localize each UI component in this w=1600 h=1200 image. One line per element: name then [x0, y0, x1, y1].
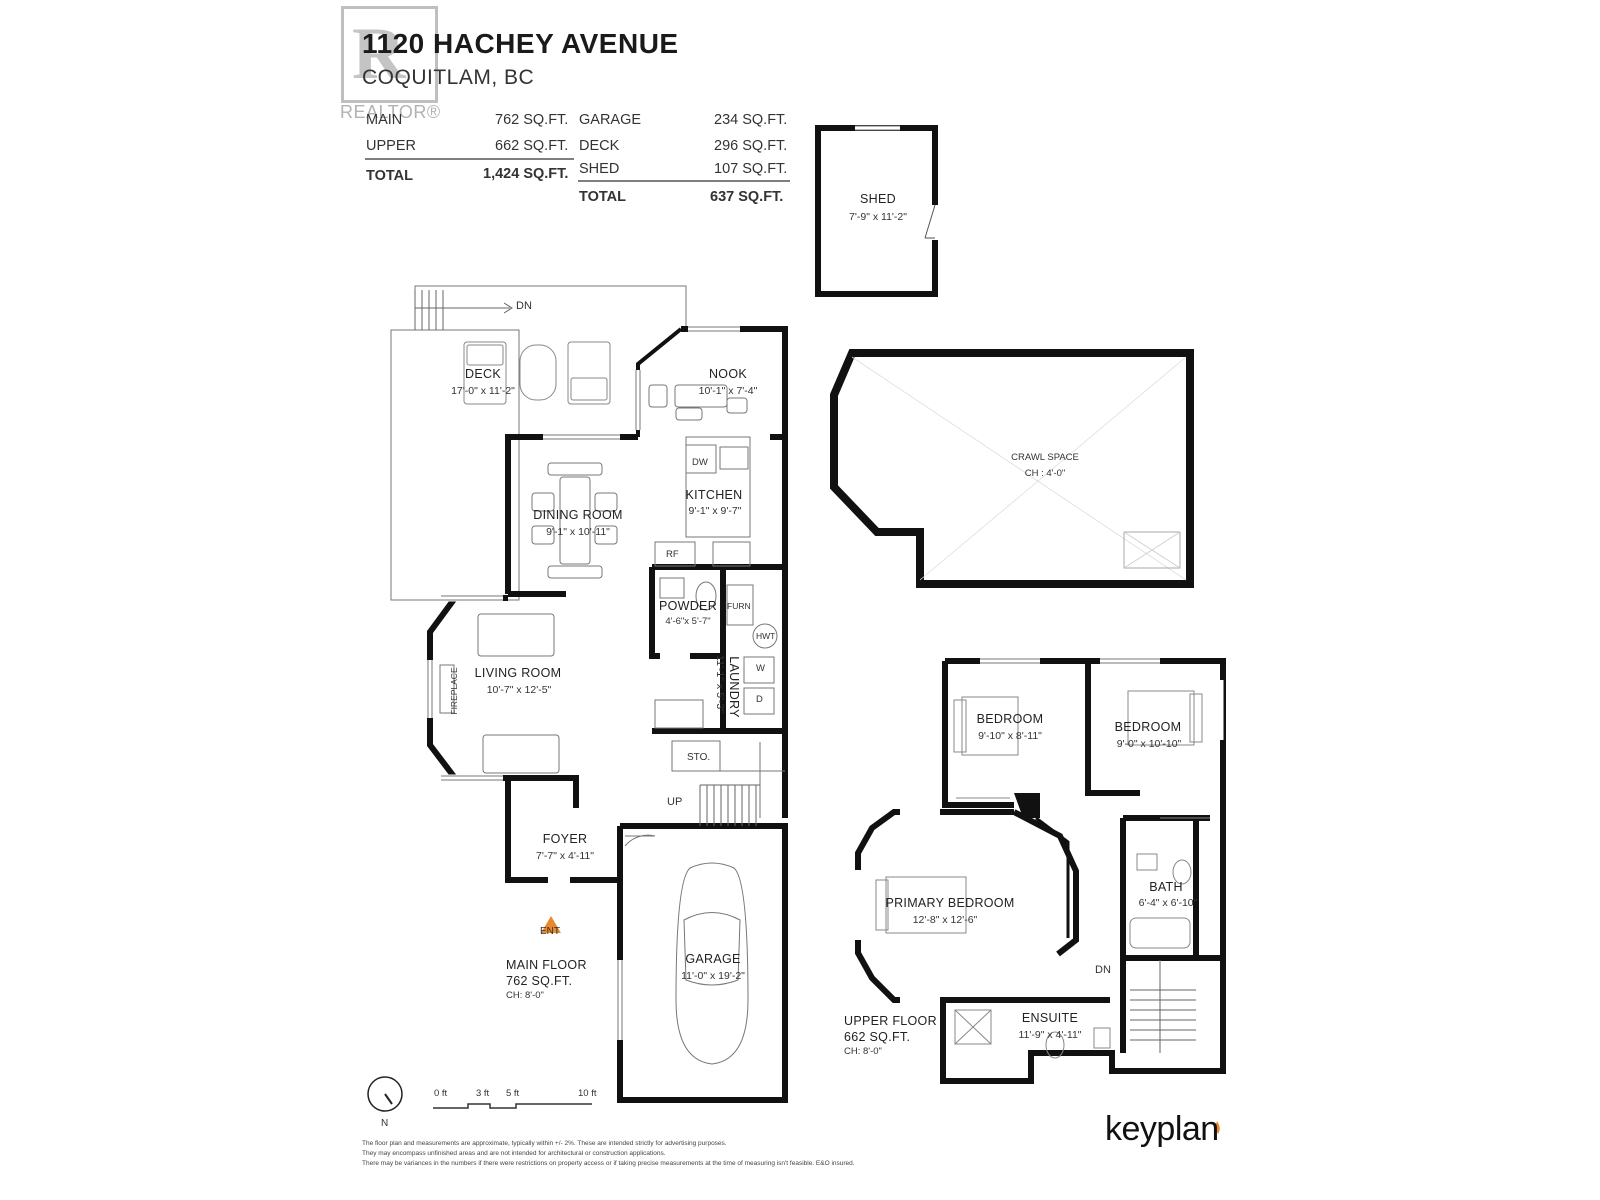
- dining-room-dims: 9'-1" x 10'-11": [546, 526, 610, 538]
- compass-north-label: N: [381, 1118, 389, 1129]
- area-total-label: TOTAL: [366, 168, 413, 184]
- primary-bedroom-label: PRIMARY BEDROOM: [885, 896, 1015, 910]
- area-deck-value: 296 SQ.FT.: [714, 138, 788, 154]
- upper-floor-area: 662 SQ.FT.: [844, 1030, 911, 1044]
- deck-dims: 17'-0" x 11'-2": [451, 385, 515, 397]
- area-garage-label: GARAGE: [579, 112, 642, 128]
- laundry-label: LAUNDRY: [727, 656, 741, 718]
- main-floor-label: MAIN FLOOR: [506, 958, 587, 972]
- scale-3ft: 3 ft: [476, 1088, 490, 1099]
- storage-label: STO.: [687, 752, 711, 763]
- stairs-up-label: UP: [667, 796, 683, 808]
- area-shed-value: 107 SQ.FT.: [714, 161, 788, 177]
- area-main-label: MAIN: [366, 112, 403, 128]
- deck-stairs-down: DN: [516, 300, 532, 312]
- area-main-value: 762 SQ.FT.: [495, 112, 569, 128]
- area-deck-label: DECK: [579, 138, 620, 154]
- bath-dims: 6'-4" x 6'-10": [1138, 897, 1198, 909]
- kitchen-dims: 9'-1" x 9'-7": [688, 505, 742, 517]
- compass-icon: [367, 1076, 403, 1112]
- garage-dims: 11'-0" x 19'-2": [681, 970, 745, 982]
- garage-label: GARAGE: [685, 952, 741, 966]
- city-subtitle: COQUITLAM, BC: [362, 66, 535, 89]
- fireplace-label: FIREPLACE: [449, 667, 459, 715]
- keyplan-logo: keyplan: [1105, 1110, 1219, 1148]
- upper-floor-label: UPPER FLOOR: [844, 1014, 937, 1028]
- area-upper-value: 662 SQ.FT.: [495, 138, 569, 154]
- ensuite-dims: 11'-9" x 4'-11": [1018, 1029, 1082, 1041]
- shed-label: SHED: [860, 192, 896, 206]
- upper-stairs-down: DN: [1095, 964, 1111, 976]
- bedroom-1-label: BEDROOM: [976, 712, 1044, 726]
- keyplan-flame-icon: [1215, 1121, 1220, 1134]
- foyer-dims: 7'-7" x 4'-11": [536, 850, 594, 862]
- scale-0ft: 0 ft: [434, 1088, 448, 1099]
- living-room-label: LIVING ROOM: [474, 666, 562, 680]
- area-shed-label: SHED: [579, 161, 620, 177]
- bedroom-2-label: BEDROOM: [1114, 720, 1182, 734]
- dryer-label: D: [756, 694, 763, 705]
- main-floor-height: CH: 8'-0": [506, 990, 544, 1001]
- shed-dims: 7'-9" x 11'-2": [849, 211, 907, 223]
- area-upper-label: UPPER: [366, 138, 416, 154]
- disclaimer-line-3: There may be variances in the numbers if…: [362, 1160, 855, 1167]
- crawl-space-walls: [830, 349, 1194, 588]
- living-room-dims: 10'-7" x 12'-5": [486, 684, 552, 696]
- fridge-label: RF: [666, 549, 679, 560]
- scale-5ft: 5 ft: [506, 1088, 520, 1099]
- bath-label: BATH: [1149, 880, 1183, 894]
- dishwasher-label: DW: [692, 457, 708, 468]
- nook-dims: 10'-1" x 7'-4": [698, 385, 758, 397]
- nook-label: NOOK: [708, 367, 747, 381]
- address-title: 1120 HACHEY AVENUE: [362, 28, 679, 59]
- realtor-logo-icon: R: [352, 13, 406, 95]
- kitchen-label: KITCHEN: [685, 488, 743, 502]
- realtor-logo-box: [341, 6, 438, 103]
- scale-bar: [433, 1103, 592, 1109]
- washer-label: W: [756, 663, 765, 674]
- area-total-value: 1,424 SQ.FT.: [483, 166, 569, 182]
- dining-room-label: DINING ROOM: [533, 508, 623, 522]
- entrance-icon: [541, 916, 561, 933]
- disclaimer-line-2: They may encompass unfinished areas and …: [362, 1150, 666, 1157]
- bedroom-2-dims: 9'-0" x 10'-10": [1116, 738, 1182, 750]
- furnace-label: FURN: [727, 601, 751, 611]
- scale-10ft: 10 ft: [578, 1088, 597, 1099]
- ensuite-label: ENSUITE: [1021, 1011, 1079, 1025]
- entrance-label: ENT: [540, 926, 560, 937]
- laundry-dims: 11'-1" x 5'-3": [714, 655, 726, 713]
- main-floor-area: 762 SQ.FT.: [506, 974, 573, 988]
- powder-label: POWDER: [658, 599, 718, 613]
- hot-water-tank-label: HWT: [756, 631, 776, 641]
- area-ext-total-value: 637 SQ.FT.: [710, 189, 784, 205]
- powder-dims: 4'-6"x 5'-7": [665, 616, 711, 627]
- realtor-watermark: REALTOR®: [340, 102, 441, 122]
- disclaimer-line-1: The floor plan and measurements are appr…: [362, 1140, 727, 1147]
- bedroom-1-dims: 9'-10" x 8'-11": [978, 730, 1042, 742]
- deck-label: DECK: [465, 367, 501, 381]
- crawl-space-label: CRAWL SPACE: [1011, 452, 1079, 463]
- area-garage-value: 234 SQ.FT.: [714, 112, 788, 128]
- foyer-label: FOYER: [542, 832, 588, 846]
- upper-floor-height: CH: 8'-0": [844, 1046, 882, 1057]
- area-ext-total-label: TOTAL: [579, 189, 626, 205]
- primary-bedroom-dims: 12'-8" x 12'-6": [912, 914, 978, 926]
- crawl-space-height: CH : 4'-0": [1024, 468, 1066, 479]
